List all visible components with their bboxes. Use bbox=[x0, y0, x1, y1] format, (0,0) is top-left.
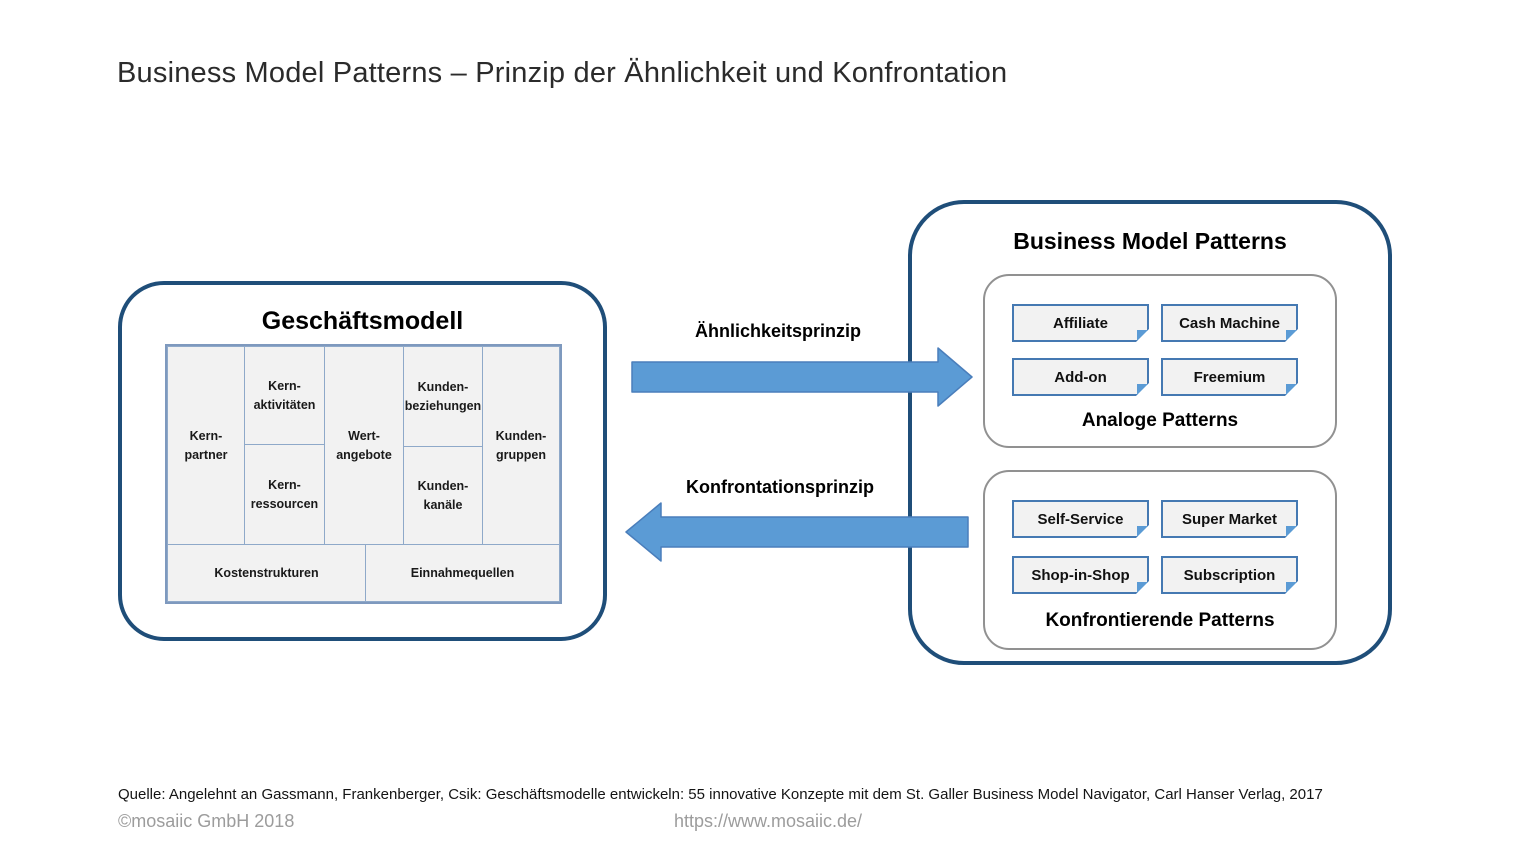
pattern-card-add-on: Add-on bbox=[1012, 358, 1149, 396]
source-citation: Quelle: Angelehnt an Gassmann, Frankenbe… bbox=[118, 786, 1323, 803]
patterns-title: Business Model Patterns bbox=[1013, 228, 1287, 254]
canvas-cell-kunden-gruppen: Kunden- gruppen bbox=[482, 346, 560, 545]
canvas-cell-einnahmequellen: Einnahmequellen bbox=[365, 544, 560, 602]
confronting-patterns-group: Self-Service Super Market Shop-in-Shop S… bbox=[983, 470, 1337, 650]
pattern-card-affiliate: Affiliate bbox=[1012, 304, 1149, 342]
analog-patterns-group: Affiliate Cash Machine Add-on Freemium A… bbox=[983, 274, 1337, 448]
confronting-patterns-caption: Konfrontierende Patterns bbox=[1045, 610, 1275, 631]
geschaeftsmodell-frame: Geschäftsmodell Kern- partner Kern- akti… bbox=[118, 281, 607, 641]
canvas-cell-kern-ressourcen: Kern- ressourcen bbox=[244, 444, 325, 545]
canvas-cell-wert-angebote: Wert- angebote bbox=[324, 346, 404, 545]
left-arrow-icon bbox=[625, 502, 969, 562]
pattern-card-self-service: Self-Service bbox=[1012, 500, 1149, 538]
website-url: https://www.mosaiic.de/ bbox=[673, 811, 863, 831]
canvas-cell-kern-aktivitaeten: Kern- aktivitäten bbox=[244, 346, 325, 445]
pattern-card-cash-machine: Cash Machine bbox=[1161, 304, 1298, 342]
pattern-card-subscription: Subscription bbox=[1161, 556, 1298, 594]
business-model-canvas: Kern- partner Kern- aktivitäten Kern- re… bbox=[165, 344, 562, 604]
analog-patterns-caption: Analoge Patterns bbox=[1081, 410, 1239, 431]
confrontation-principle-label: Konfrontationsprinzip bbox=[686, 477, 874, 497]
canvas-cell-kostenstrukturen: Kostenstrukturen bbox=[167, 544, 366, 602]
canvas-cell-kern-partner: Kern- partner bbox=[167, 346, 245, 545]
canvas-cell-kunden-kanaele: Kunden- kanäle bbox=[403, 446, 483, 545]
canvas-cell-kunden-beziehungen: Kunden- beziehungen bbox=[403, 346, 483, 447]
copyright-text: ©mosaiic GmbH 2018 bbox=[118, 811, 295, 831]
principle-arrows bbox=[625, 347, 973, 562]
pattern-card-shop-in-shop: Shop-in-Shop bbox=[1012, 556, 1149, 594]
right-arrow-icon bbox=[631, 347, 973, 407]
pattern-card-freemium: Freemium bbox=[1161, 358, 1298, 396]
business-model-patterns-frame: Business Model Patterns Affiliate Cash M… bbox=[908, 200, 1392, 665]
page-title: Business Model Patterns – Prinzip der Äh… bbox=[117, 57, 1008, 89]
pattern-card-super-market: Super Market bbox=[1161, 500, 1298, 538]
similarity-principle-label: Ähnlichkeitsprinzip bbox=[694, 321, 862, 341]
geschaeftsmodell-title: Geschäftsmodell bbox=[261, 307, 464, 335]
